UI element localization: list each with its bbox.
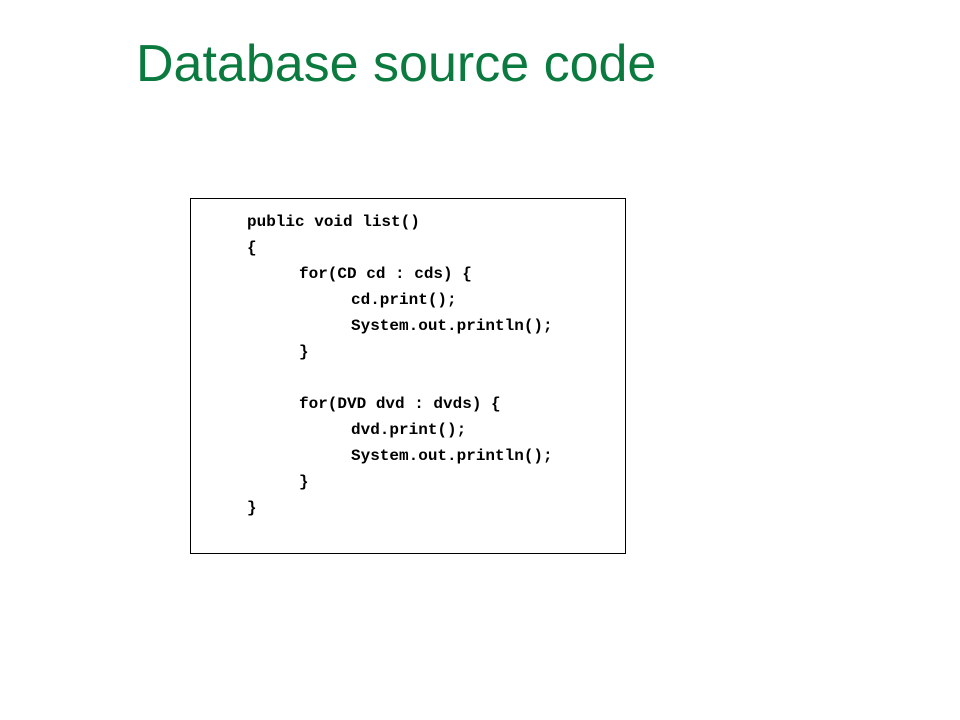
code-block: public void list() { for(CD cd : cds) { cd.… [190,198,626,554]
code-line: System.out.println(); [351,447,553,465]
code-line: for(CD cd : cds) { [299,265,472,283]
code-line [191,365,553,391]
code-line: cd.print(); [351,291,457,309]
code-line: for(DVD dvd : dvds) { [299,395,501,413]
code-line: { [247,239,257,257]
code-line: public void list() [247,213,420,231]
code-line: System.out.println(); [351,317,553,335]
slide-title: Database source code [136,35,657,93]
code-line: } [299,473,309,491]
code-lines: public void list() { for(CD cd : cds) { cd.… [191,209,553,521]
code-line: } [247,499,257,517]
code-line: } [299,343,309,361]
code-line: dvd.print(); [351,421,467,439]
